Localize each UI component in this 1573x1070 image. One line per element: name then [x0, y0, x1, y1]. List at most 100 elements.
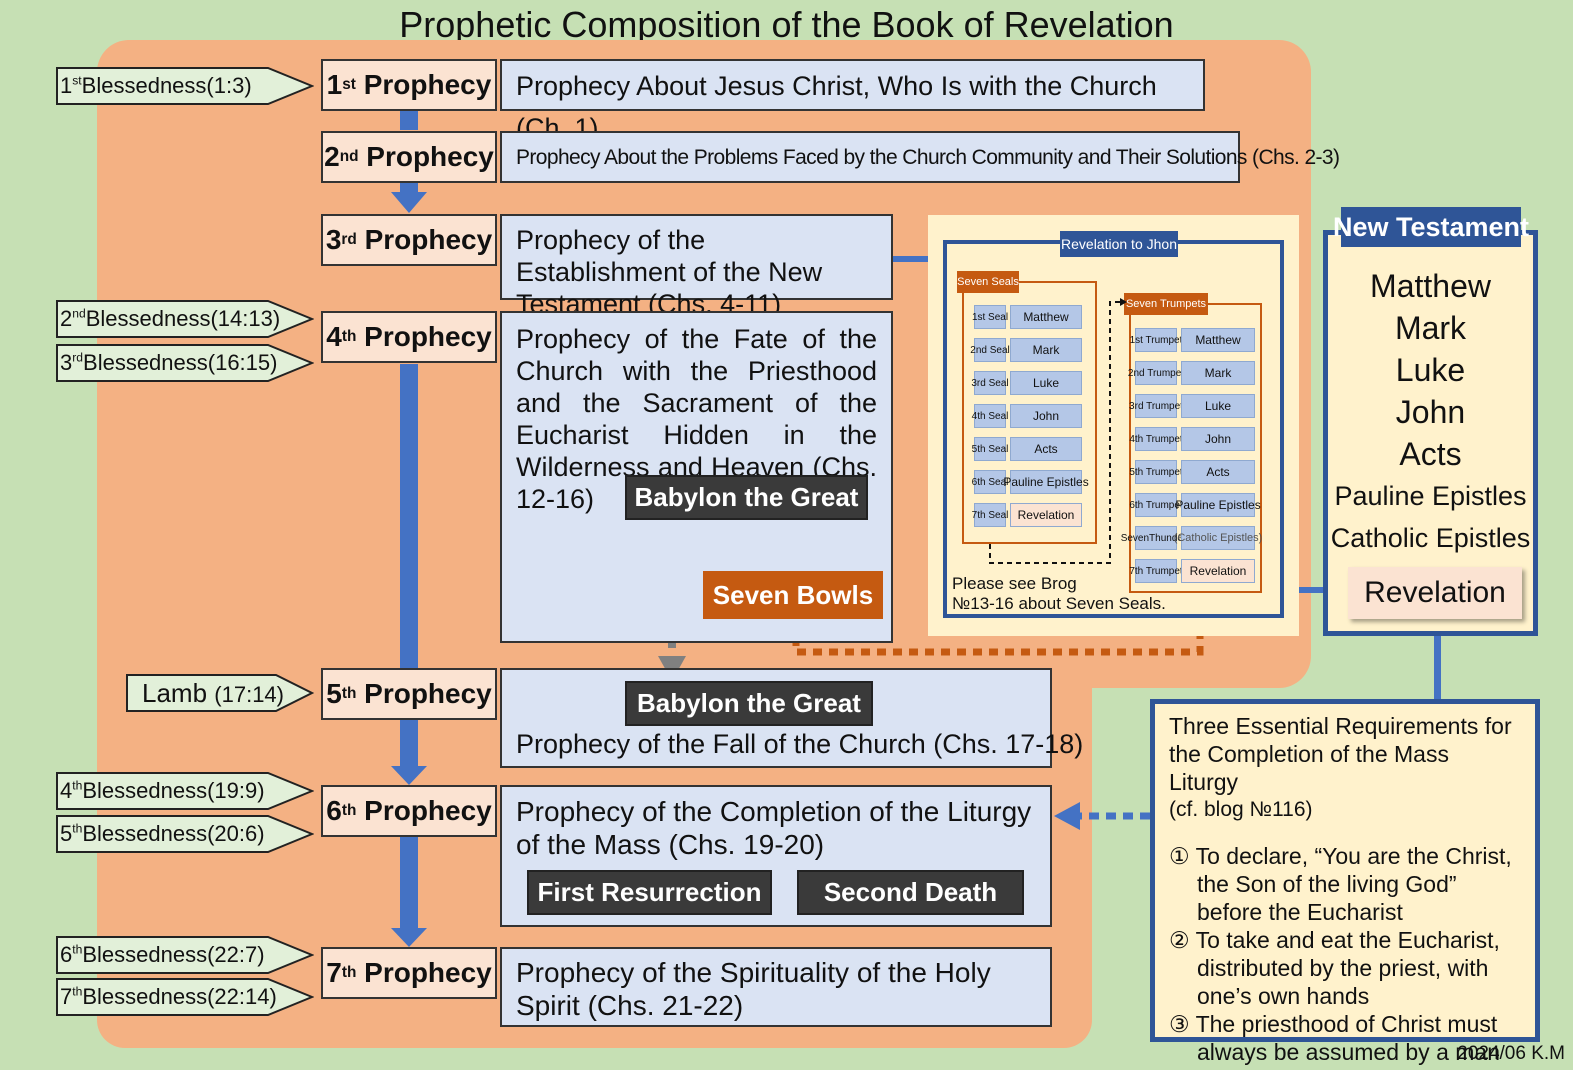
nt-book: Luke [1395, 352, 1466, 388]
babylon-box-upper: Babylon the Great [625, 475, 868, 520]
blessedness-number: 3 [60, 350, 73, 375]
ordinal-suffix: th [72, 984, 83, 999]
prophecy-number: 1 [326, 69, 343, 100]
prophecy-word: Prophecy [364, 678, 492, 709]
seal-label: 6th Seal [972, 470, 1008, 494]
seal-label: 7th Seal [972, 503, 1008, 527]
seal-label: 2nd Seal [970, 338, 1010, 362]
trumpet-book: (Catholic Epistles) [1174, 526, 1262, 550]
trumpet-book: John [1181, 427, 1255, 451]
second-death-box: Second Death [797, 870, 1024, 915]
blessedness-tag-7: 7thBlessedness(22:14) [56, 978, 314, 1016]
blessedness-text: Blessedness(20:6) [82, 821, 265, 846]
prophecy-description-7: Prophecy of the Spirituality of the Holy… [500, 947, 1052, 1027]
nt-book: John [1395, 394, 1466, 430]
trumpet-book: Mark [1181, 361, 1255, 385]
prophecy-description-5: Prophecy of the Fall of the Church (Chs.… [500, 668, 1083, 768]
lamb-ref: (17:14) [214, 682, 284, 707]
blessedness-text: Blessedness(14:13) [85, 306, 281, 331]
prophecy-word: Prophecy [364, 957, 492, 988]
trumpet-label: 3rd Trumpet [1129, 394, 1183, 418]
prophecy-number: 5 [326, 678, 342, 709]
trumpet-book: Pauline Epistles [1175, 493, 1261, 517]
blessedness-text: Blessedness(19:9) [82, 778, 265, 803]
babylon-box-lower: Babylon the Great [625, 681, 873, 726]
requirements-panel: Three Essential Requirements for the Com… [1150, 699, 1540, 1065]
blessedness-number: 4 [60, 778, 73, 803]
blessedness-tag-3: 3rdBlessedness(16:15) [56, 344, 314, 382]
new-testament-header: New Testament [1333, 207, 1529, 247]
blessedness-number: 5 [60, 821, 73, 846]
lamb-label: Lamb [142, 678, 208, 708]
revelation-inset-header: Revelation to Jhon [1060, 231, 1178, 257]
prophecy-word: Prophecy [366, 141, 494, 172]
blessedness-tag-4: 4thBlessedness(19:9) [56, 772, 314, 810]
inset-note-line1: Please see Brog [952, 574, 1077, 593]
ordinal-suffix: th [72, 778, 83, 793]
blessedness-number: 1 [60, 73, 73, 98]
prophecy-number: 6 [326, 795, 342, 826]
seal-book: Matthew [1010, 305, 1082, 329]
seals-header: Seven Seals [957, 271, 1019, 293]
prophecy-number: 4 [326, 321, 342, 352]
trumpet-book: Revelation [1181, 559, 1255, 583]
trumpet-label: SevenThunders [1121, 526, 1191, 550]
trumpet-label: 5th Trumpet [1129, 460, 1183, 484]
requirements-arrowhead [1054, 802, 1080, 830]
trumpet-label: 4th Trumpet [1129, 427, 1183, 451]
seven-bowls-box: Seven Bowls [703, 571, 883, 619]
seal-book: Mark [1010, 338, 1082, 362]
ordinal-suffix: st [72, 73, 82, 88]
blessedness-number: 7 [60, 984, 73, 1009]
prophecy-description-6-text: Prophecy of the Completion of the Liturg… [516, 796, 1032, 860]
trumpets-header: Seven Trumpets [1124, 293, 1208, 315]
seal-book: Revelation [1010, 503, 1082, 527]
requirement-item-2: ② To take and eat the Eucharist, distrib… [1169, 927, 1500, 1009]
page-title: Prophetic Composition of the Book of Rev… [399, 4, 1174, 45]
nt-book: Acts [1399, 436, 1462, 472]
revelation-book-box: Revelation [1348, 567, 1522, 619]
ordinal-suffix: th [72, 821, 83, 836]
seal-book: Acts [1010, 437, 1082, 461]
first-resurrection-box: First Resurrection [527, 870, 772, 915]
blessedness-text: Blessedness(1:3) [81, 73, 252, 98]
trumpet-label: 6th Trumpet [1129, 493, 1183, 517]
seal-label: 1st Seal [972, 305, 1008, 329]
seal-label: 4th Seal [972, 404, 1008, 428]
ordinal-suffix: rd [72, 350, 84, 365]
blessedness-tag-2: 2ndBlessedness(14:13) [56, 300, 314, 338]
seal-label: 3rd Seal [971, 371, 1009, 395]
blessedness-number: 2 [60, 306, 73, 331]
lamb-tag: Lamb (17:14) [126, 674, 314, 712]
prophecy-description-5-text: Prophecy of the Fall of the Church (Chs.… [516, 729, 1084, 759]
trumpet-book: Matthew [1181, 328, 1255, 352]
seal-book: Luke [1010, 371, 1082, 395]
requirements-heading: Three Essential Requirements for the Com… [1169, 713, 1512, 795]
nt-book: Mark [1394, 310, 1467, 346]
prophecy-number: 2 [324, 141, 340, 172]
trumpet-label: 2nd Trumpet [1128, 361, 1184, 385]
blessedness-tag-6: 6thBlessedness(22:7) [56, 936, 314, 974]
blessedness-number: 6 [60, 942, 73, 967]
seal-book: Pauline Epistles [1003, 470, 1089, 494]
seal-book: John [1010, 404, 1082, 428]
ordinal-suffix: nd [72, 306, 86, 321]
prophecy-number: 7 [326, 957, 342, 988]
nt-book: Matthew [1370, 268, 1491, 304]
prophecy-description-1: Prophecy About Jesus Christ, Who Is with… [500, 59, 1205, 143]
seal-label: 5th Seal [972, 437, 1008, 461]
requirement-item-3: ③ The priesthood of Christ must always b… [1169, 1011, 1500, 1065]
nt-book: Pauline Epistles [1334, 481, 1527, 511]
blessedness-text: Blessedness(16:15) [83, 350, 278, 375]
prophecy-word: Prophecy [364, 224, 493, 255]
requirements-heading-ref: (cf. blog №116) [1169, 798, 1313, 821]
requirement-item-1: ① To declare, “You are the Christ, the S… [1169, 843, 1512, 925]
